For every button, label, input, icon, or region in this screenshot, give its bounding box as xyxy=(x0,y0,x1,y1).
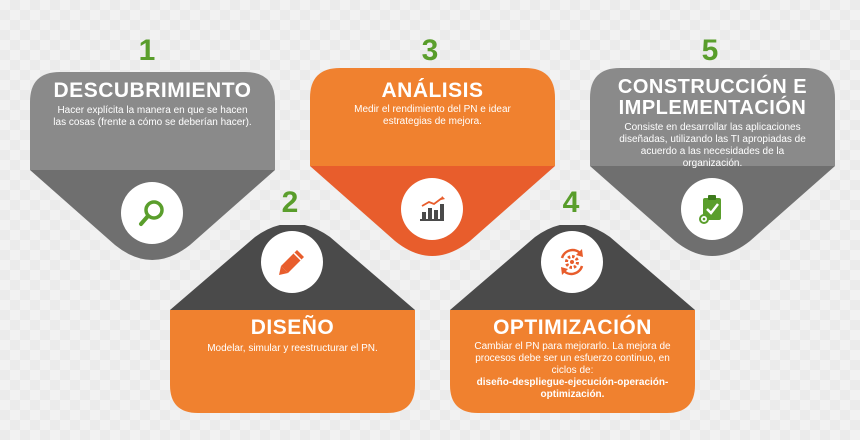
step-4-optimizacion: OPTIMIZACIÓN Cambiar el PN para mejorarl… xyxy=(450,225,695,425)
bar-chart-icon xyxy=(420,196,445,221)
step-3-icon-circle xyxy=(401,178,463,240)
step-4-description-text: Cambiar el PN para mejorarlo. La mejora … xyxy=(474,341,671,376)
step-5-icon-circle xyxy=(681,178,743,240)
step-1-title: DESCUBRIMIENTO xyxy=(53,79,252,102)
step-5-construccion: CONSTRUCCIÓN E IMPLEMENTACIÓN Consiste e… xyxy=(590,66,835,266)
step-4-title: OPTIMIZACIÓN xyxy=(493,316,652,339)
step-3-number: 3 xyxy=(421,34,439,67)
step-2-description: Modelar, simular y reestructurar el PN. xyxy=(207,343,378,354)
step-1-descubrimiento: DESCUBRIMIENTO Hacer explícita la manera… xyxy=(30,70,275,270)
step-4-icon-circle xyxy=(541,231,603,293)
step-4-number: 4 xyxy=(562,186,580,219)
step-1-icon-circle xyxy=(121,182,183,244)
step-2-title: DISEÑO xyxy=(250,316,335,339)
step-1-number: 1 xyxy=(138,34,156,67)
step-5-number: 5 xyxy=(701,34,719,67)
step-2-number: 2 xyxy=(281,186,299,219)
magnifier-icon xyxy=(139,200,164,226)
step-5-description: Consiste en desarrollar las aplicaciones… xyxy=(619,122,806,169)
step-2-diseno: DISEÑO Modelar, simular y reestructurar … xyxy=(170,225,415,425)
step-3-description: Medir el rendimiento del PN e idear estr… xyxy=(354,104,511,127)
step-5-title-line2: IMPLEMENTACIÓN xyxy=(618,97,807,119)
step-2-icon-circle xyxy=(261,231,323,293)
clipboard-gear-icon xyxy=(699,195,721,224)
step-1-description: Hacer explícita la manera en que se hace… xyxy=(53,105,252,128)
step-4-description-bold: diseño-despliegue-ejecución-operación-op… xyxy=(476,377,669,400)
step-5-title-line1: CONSTRUCCIÓN E xyxy=(617,76,808,98)
pencil-icon xyxy=(279,250,304,275)
step-3-analisis: ANÁLISIS Medir el rendimiento del PN e i… xyxy=(310,66,555,266)
gear-cycle-icon xyxy=(560,248,584,276)
step-3-title: ANÁLISIS xyxy=(381,79,484,102)
step-4-description: Cambiar el PN para mejorarlo. La mejora … xyxy=(470,341,675,401)
